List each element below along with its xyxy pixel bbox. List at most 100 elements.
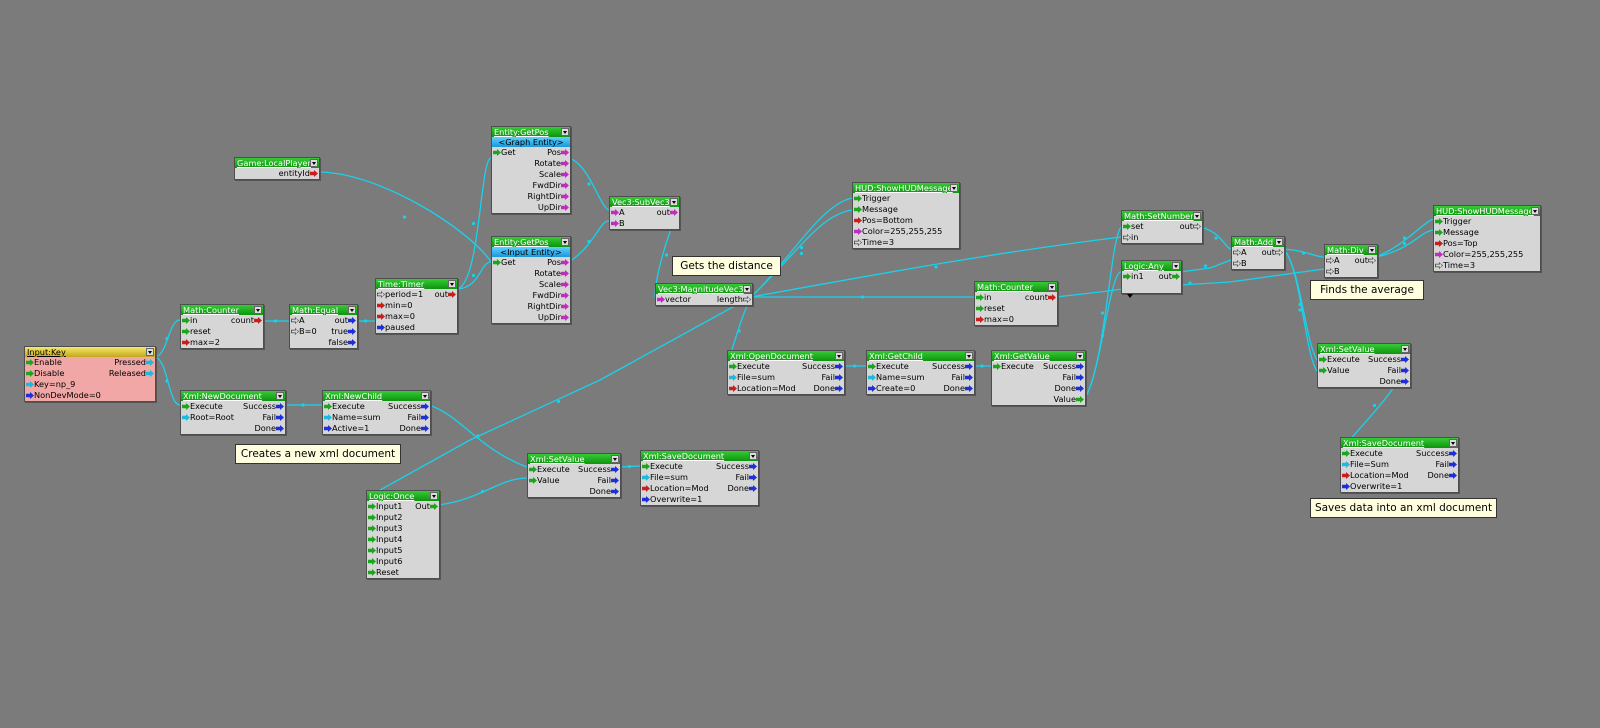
input-port[interactable]: Location=Mod [1342,470,1409,481]
output-port[interactable]: Done [813,383,843,394]
node-menu-dropdown-icon[interactable] [749,452,757,460]
node-menu-dropdown-icon[interactable] [254,306,262,314]
output-port[interactable]: Success [1043,361,1084,372]
input-port[interactable]: Execute [729,361,770,372]
connection-wire[interactable] [428,404,528,468]
connection-wire[interactable] [455,157,492,290]
output-port[interactable]: Fail [821,372,843,383]
output-port[interactable]: Rotate [534,158,569,169]
node-menu-dropdown-icon[interactable] [276,392,284,400]
node-menu-dropdown-icon[interactable] [1193,212,1201,220]
input-port[interactable]: Execute [868,361,909,372]
node-title[interactable]: Xml:GetValue [992,351,1085,361]
input-port[interactable]: Color=255,255,255 [1435,249,1523,260]
input-port[interactable]: min=0 [377,300,413,311]
output-port[interactable]: Fail [1387,365,1409,376]
connection-wire[interactable] [1179,259,1232,273]
node-title[interactable]: Xml:OpenDocument [728,351,844,361]
output-port[interactable]: Scale [539,169,569,180]
node-menu-dropdown-icon[interactable] [743,285,751,293]
input-port[interactable]: Create=0 [868,383,915,394]
input-port[interactable]: File=sum [642,472,688,483]
input-port[interactable]: Input6 [368,556,402,567]
node-title[interactable]: Xml:NewDocument [181,391,285,401]
output-port[interactable]: Fail [1435,459,1457,470]
input-port[interactable]: A [291,315,305,326]
input-port[interactable]: B [611,218,625,229]
input-port[interactable]: B [1326,266,1340,277]
input-port[interactable]: max=0 [976,314,1014,325]
connection-wire[interactable] [1375,218,1434,258]
node-menu-dropdown-icon[interactable] [1172,262,1180,270]
output-port[interactable]: Success [578,464,619,475]
output-port[interactable]: FwdDir [532,180,569,191]
output-port[interactable]: Success [243,401,284,412]
input-port[interactable]: Message [1435,227,1479,238]
node-menu-dropdown-icon[interactable] [310,159,318,167]
input-port[interactable]: A [1233,247,1247,258]
input-port[interactable]: Overwrite=1 [642,494,702,505]
node-title[interactable]: Input:Key [25,347,155,357]
connection-wire[interactable] [1282,248,1325,258]
input-port[interactable]: Execute [642,461,683,472]
output-port[interactable]: false [329,337,356,348]
output-port[interactable]: count [231,315,262,326]
input-port[interactable]: in [182,315,197,326]
output-port[interactable]: RightDir [527,191,569,202]
input-port[interactable]: Trigger [1435,216,1471,227]
node-title[interactable]: HUD:ShowHUDMessage [1434,206,1540,216]
input-port[interactable]: Name=sum [868,372,924,383]
output-port[interactable]: out [657,207,678,218]
output-port[interactable]: true [331,326,356,337]
node-menu-dropdown-icon[interactable] [1449,439,1457,447]
input-port[interactable]: Execute [324,401,365,412]
input-port[interactable]: Key=np_9 [26,379,75,390]
input-port[interactable]: Color=255,255,255 [854,226,942,237]
input-port[interactable]: Disable [26,368,64,379]
output-port[interactable]: Pos [547,257,569,268]
input-port[interactable]: Time=3 [1435,260,1475,271]
node-menu-dropdown-icon[interactable] [1048,283,1056,291]
node-title[interactable]: Math:SetNumber [1122,211,1202,221]
output-port[interactable]: length [717,294,751,305]
input-port[interactable]: reset [182,326,211,337]
node-title[interactable]: Xml:NewChild [323,391,430,401]
node-title[interactable]: Math:Div [1325,245,1377,255]
connection-wire[interactable] [568,157,610,211]
input-port[interactable]: Get [493,257,516,268]
node-title[interactable]: Vec3:MagnitudeVec3 [656,284,752,294]
output-port[interactable]: Fail [262,412,284,423]
node-title[interactable]: Xml:SetValue [528,454,620,464]
connection-wire[interactable] [750,236,1122,298]
output-port[interactable]: Success [932,361,973,372]
input-port[interactable]: period=1 [377,289,423,300]
output-port[interactable]: Success [1368,354,1409,365]
input-port[interactable]: B [1233,258,1247,269]
input-port[interactable]: Enable [26,357,62,368]
output-port[interactable]: entityId [279,168,318,179]
output-port[interactable]: Value [1054,394,1084,405]
node-menu-dropdown-icon[interactable] [1368,246,1376,254]
output-port[interactable]: Success [802,361,843,372]
output-port[interactable]: UpDir [538,202,569,213]
node-menu-dropdown-icon[interactable] [1531,207,1539,215]
output-port[interactable]: out [1180,221,1201,232]
output-port[interactable]: out [1262,247,1283,258]
output-port[interactable]: Done [1379,376,1409,387]
node-menu-dropdown-icon[interactable] [448,280,456,288]
output-port[interactable]: Pressed [114,357,154,368]
node-menu-dropdown-icon[interactable] [950,184,958,192]
